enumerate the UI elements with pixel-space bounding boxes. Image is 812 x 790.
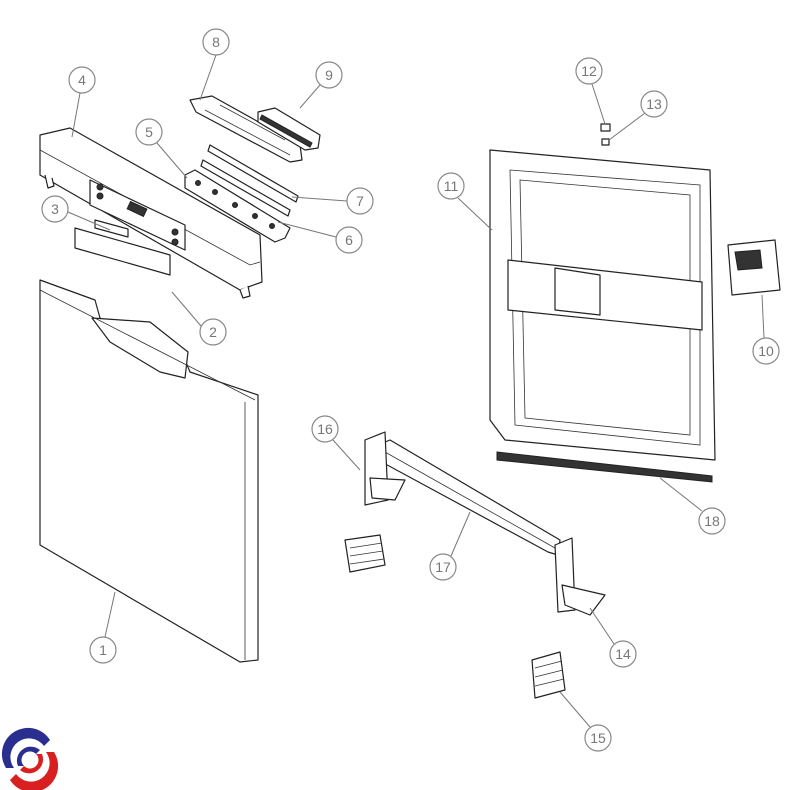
callout-label: 10 (758, 343, 774, 359)
callout-circle (135, 118, 163, 146)
callout-label: 13 (646, 96, 662, 112)
part-15-hinge-bracket[interactable] (531, 651, 566, 699)
callout-label: 7 (356, 193, 364, 209)
callout-circle (41, 195, 69, 223)
part-18-door-gasket[interactable] (496, 451, 713, 483)
callout-circle (346, 187, 374, 215)
part-1-door-panel[interactable] (39, 279, 259, 663)
callout-circle (640, 90, 668, 118)
callout-4[interactable]: 4 (68, 66, 96, 94)
callout-label: 9 (325, 67, 333, 83)
leader-lines (67, 54, 765, 728)
callout-16[interactable]: 16 (311, 415, 339, 443)
callout-circle (335, 226, 363, 254)
callout-label: 17 (435, 559, 451, 575)
callout-9[interactable]: 9 (315, 61, 343, 89)
callout-1[interactable]: 1 (89, 636, 117, 664)
callout-circle (429, 553, 457, 581)
callout-circle (575, 57, 603, 85)
callout-label: 18 (704, 513, 720, 529)
callout-circle (68, 66, 96, 94)
callout-label: 6 (345, 232, 353, 248)
callout-label: 12 (581, 63, 597, 79)
brand-logo (1, 727, 59, 790)
callout-7[interactable]: 7 (346, 187, 374, 215)
callout-label: 16 (317, 421, 333, 437)
callout-circle (89, 636, 117, 664)
part-13-clip[interactable] (601, 138, 610, 146)
callout-14[interactable]: 14 (609, 640, 637, 668)
callout-label: 11 (444, 178, 459, 194)
callout-2[interactable]: 2 (199, 318, 227, 346)
part-8-bracket[interactable] (189, 95, 303, 163)
part-9-handle-insert[interactable] (257, 107, 321, 151)
part-12-clip[interactable] (600, 123, 611, 132)
part-6-insulation-strip[interactable] (200, 159, 291, 217)
callout-5[interactable]: 5 (135, 118, 163, 146)
part-4-control-panel[interactable] (39, 127, 263, 299)
callout-18[interactable]: 18 (698, 507, 726, 535)
callout-label: 4 (78, 72, 86, 88)
part-14-right-hinge[interactable] (554, 537, 606, 616)
part-2-overlay[interactable] (74, 227, 171, 276)
part-3-display-lens[interactable] (94, 219, 129, 238)
callout-circle (315, 61, 343, 89)
callout-circle (584, 724, 612, 752)
callout-15[interactable]: 15 (584, 724, 612, 752)
callout-11[interactable]: 11 (437, 172, 465, 200)
callout-12[interactable]: 12 (575, 57, 603, 85)
callout-label: 1 (99, 642, 107, 658)
callout-label: 8 (212, 34, 220, 50)
callout-circle (609, 640, 637, 668)
callout-label: 3 (51, 201, 59, 217)
part-7-gasket-strip[interactable] (207, 144, 299, 203)
callout-17[interactable]: 17 (429, 553, 457, 581)
callout-label: 5 (145, 124, 153, 140)
callout-6[interactable]: 6 (335, 226, 363, 254)
callout-label: 15 (590, 730, 606, 746)
part-5-control-board[interactable] (184, 169, 291, 243)
part-11-inner-door[interactable] (489, 149, 716, 461)
callout-3[interactable]: 3 (41, 195, 69, 223)
callout-circle (698, 507, 726, 535)
hinge-bracket-left-loose[interactable] (344, 534, 386, 573)
callout-10[interactable]: 10 (752, 337, 780, 365)
callout-circle (202, 28, 230, 56)
part-10-detergent-dispenser[interactable] (727, 239, 781, 296)
callout-13[interactable]: 13 (640, 90, 668, 118)
callout-circle (199, 318, 227, 346)
callout-label: 2 (209, 324, 217, 340)
callout-8[interactable]: 8 (202, 28, 230, 56)
part-16-left-hinge[interactable] (364, 431, 406, 506)
callout-circle (311, 415, 339, 443)
callout-circle (752, 337, 780, 365)
callout-label: 14 (615, 646, 631, 662)
callout-circle (437, 172, 465, 200)
